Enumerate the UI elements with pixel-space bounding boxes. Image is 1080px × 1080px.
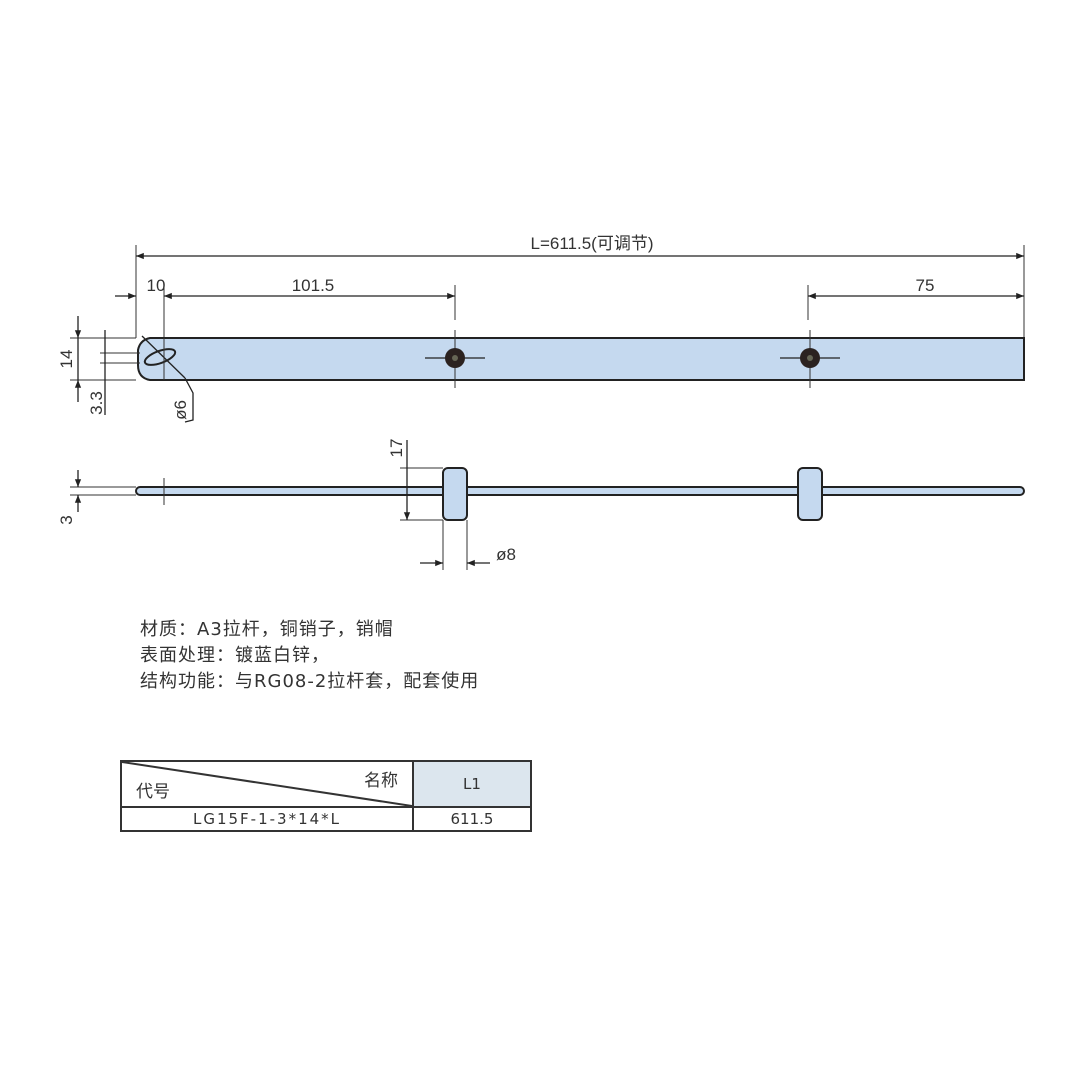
dim-phi8-label: ø8 <box>496 545 516 564</box>
rod-top-view: ø6 <box>137 330 1025 423</box>
table-row: LG15F-1-3*14*L 611.5 <box>120 806 532 832</box>
pin-2 <box>797 467 823 521</box>
overall-length-label: L=611.5(可调节) <box>531 234 654 253</box>
hole-position-dimensions: 10 101.5 75 <box>115 276 1024 338</box>
overall-length-dimension: L=611.5(可调节) <box>135 234 1025 338</box>
note-material: 材质：A3拉杆，铜销子，销帽 <box>140 619 394 640</box>
hole-2 <box>780 330 840 388</box>
height-dimensions: 14 3.3 <box>57 316 140 415</box>
header-code-name-cell: 代号 名称 <box>120 760 414 808</box>
dim-14-label: 14 <box>57 350 76 369</box>
hole-1 <box>425 330 485 388</box>
pin-1 <box>442 467 468 521</box>
row-l1: 611.5 <box>412 806 532 832</box>
dim-75-label: 75 <box>916 276 935 295</box>
dim-101-5-label: 101.5 <box>292 276 335 295</box>
dim-3-3-label: 3.3 <box>87 391 106 415</box>
note-surface: 表面处理：镀蓝白锌， <box>140 645 330 666</box>
header-code: 代号 <box>136 782 170 802</box>
dim-phi6-label: ø6 <box>171 400 190 420</box>
dim-3-label: 3 <box>57 515 76 524</box>
dim-10-label: 10 <box>147 276 166 295</box>
spec-table: 代号 名称 L1 LG15F-1-3*14*L 611.5 <box>120 760 532 832</box>
row-code: LG15F-1-3*14*L <box>120 806 414 832</box>
rod-side-view: 3 17 ø8 <box>57 439 1025 570</box>
header-l1: L1 <box>412 760 532 808</box>
spec-notes: 材质：A3拉杆，铜销子，销帽 表面处理：镀蓝白锌， 结构功能：与RG08-2拉杆… <box>140 617 479 695</box>
header-name: 名称 <box>364 771 398 791</box>
note-function: 结构功能：与RG08-2拉杆套，配套使用 <box>140 671 480 692</box>
dim-17-label: 17 <box>387 439 406 458</box>
table-header-row: 代号 名称 L1 <box>120 760 532 808</box>
